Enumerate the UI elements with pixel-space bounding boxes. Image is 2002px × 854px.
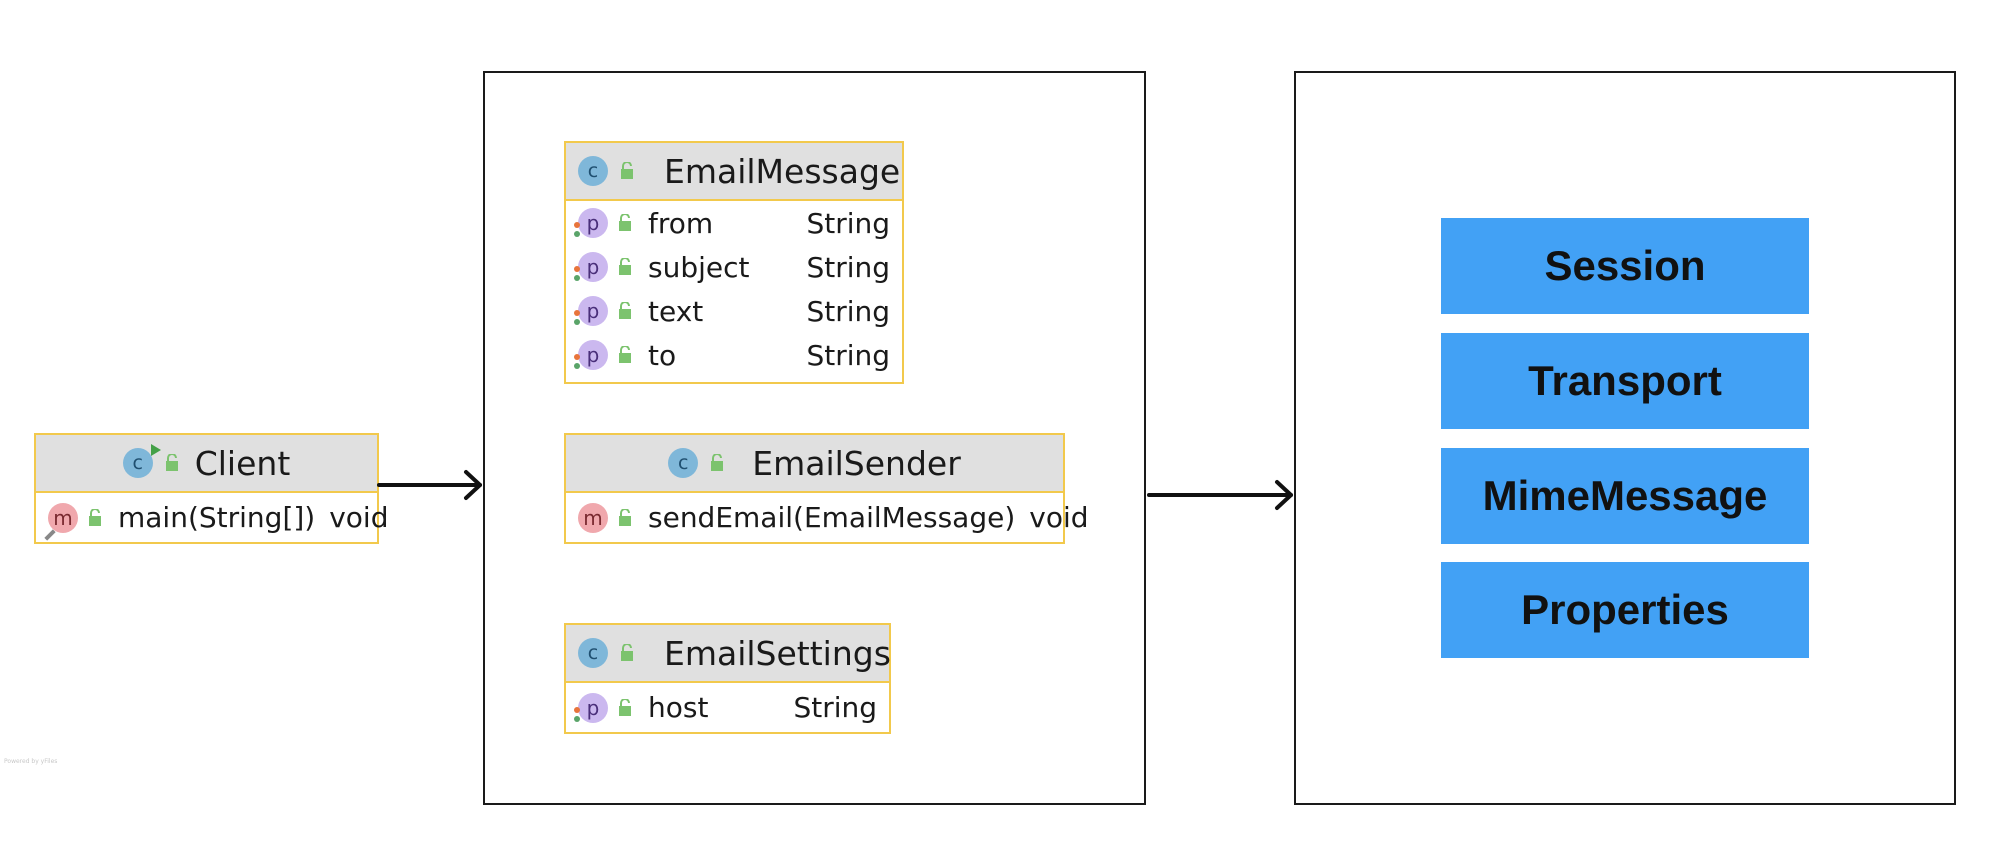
field-name: text — [648, 294, 704, 328]
field-row[interactable]: p host String — [566, 683, 889, 732]
client-class-header: c Client — [36, 435, 377, 493]
public-lock-icon — [618, 214, 632, 232]
class-icon: c — [578, 156, 608, 186]
public-lock-icon — [618, 346, 632, 364]
property-icon: p — [574, 208, 608, 238]
public-lock-icon — [165, 454, 179, 472]
field-name: host — [648, 691, 709, 724]
email-message-class-header: c EmailMessage — [566, 143, 902, 201]
method-name: sendEmail(EmailMessage) — [648, 501, 1016, 534]
field-row[interactable]: p text String — [566, 289, 902, 333]
public-lock-icon — [618, 508, 632, 527]
class-icon: c — [578, 638, 608, 668]
library-item-label: Session — [1544, 242, 1706, 289]
class-icon: c — [122, 444, 161, 478]
run-icon — [150, 444, 161, 456]
email-sender-class-header: c EmailSender — [566, 435, 1063, 493]
field-type: String — [793, 691, 877, 724]
class-icon: c — [668, 448, 699, 478]
field-row[interactable]: p from String — [566, 201, 902, 245]
public-lock-icon — [620, 644, 634, 662]
property-icon: p — [574, 296, 608, 326]
client-class-name: Client — [194, 443, 291, 483]
field-name: to — [648, 338, 677, 372]
public-lock-icon — [618, 258, 632, 276]
field-type: String — [806, 250, 890, 284]
property-icon: p — [574, 340, 608, 370]
library-item-label: MimeMessage — [1482, 472, 1768, 519]
email-settings-class-header: c EmailSettings — [566, 625, 891, 683]
field-name: from — [648, 206, 714, 240]
public-lock-icon — [710, 454, 724, 472]
method-icon: m — [44, 502, 78, 541]
arrow-email-package-to-mail-library — [1147, 480, 1293, 510]
field-name: subject — [648, 250, 750, 284]
property-icon: p — [574, 692, 608, 723]
email-package-frame — [483, 71, 1146, 805]
method-icon: m — [578, 502, 608, 533]
field-type: String — [806, 338, 890, 372]
public-lock-icon — [620, 162, 634, 180]
library-item-properties[interactable]: Properties — [1441, 562, 1809, 658]
library-item-mimemessage[interactable]: MimeMessage — [1441, 448, 1809, 544]
email-settings-class-box[interactable]: c EmailSettings p host String — [564, 623, 891, 734]
mail-library-frame — [1294, 71, 1956, 805]
email-message-class-name: EmailMessage — [664, 151, 901, 191]
member-type: void — [329, 501, 389, 534]
client-class-box[interactable]: c Client m main(String[]) void — [34, 433, 388, 544]
library-item-label: Transport — [1528, 357, 1722, 404]
field-type: String — [806, 206, 890, 240]
method-row[interactable]: m sendEmail(EmailMessage) void — [566, 493, 1089, 542]
arrow-client-to-email-package — [377, 470, 482, 500]
field-type: String — [806, 294, 890, 328]
email-settings-class-name: EmailSettings — [664, 633, 891, 673]
email-sender-class-name: EmailSender — [752, 443, 961, 483]
field-row[interactable]: p to String — [566, 333, 902, 377]
email-sender-class-box[interactable]: c EmailSender m sendEmail(EmailMessage) … — [564, 433, 1089, 544]
member-name: main(String[]) — [118, 501, 316, 534]
property-icon: p — [574, 252, 608, 282]
public-lock-icon — [618, 302, 632, 320]
watermark: Powered by yFiles — [4, 758, 58, 765]
public-lock-icon — [618, 698, 632, 717]
method-type: void — [1029, 501, 1089, 534]
client-member-row[interactable]: m main(String[]) void — [36, 493, 388, 542]
library-item-session[interactable]: Session — [1441, 218, 1809, 314]
library-item-transport[interactable]: Transport — [1441, 333, 1809, 429]
public-lock-icon — [88, 508, 102, 527]
field-row[interactable]: p subject String — [566, 245, 902, 289]
library-item-label: Properties — [1521, 586, 1729, 633]
email-message-class-box[interactable]: c EmailMessage p from String p subject S… — [564, 141, 904, 384]
